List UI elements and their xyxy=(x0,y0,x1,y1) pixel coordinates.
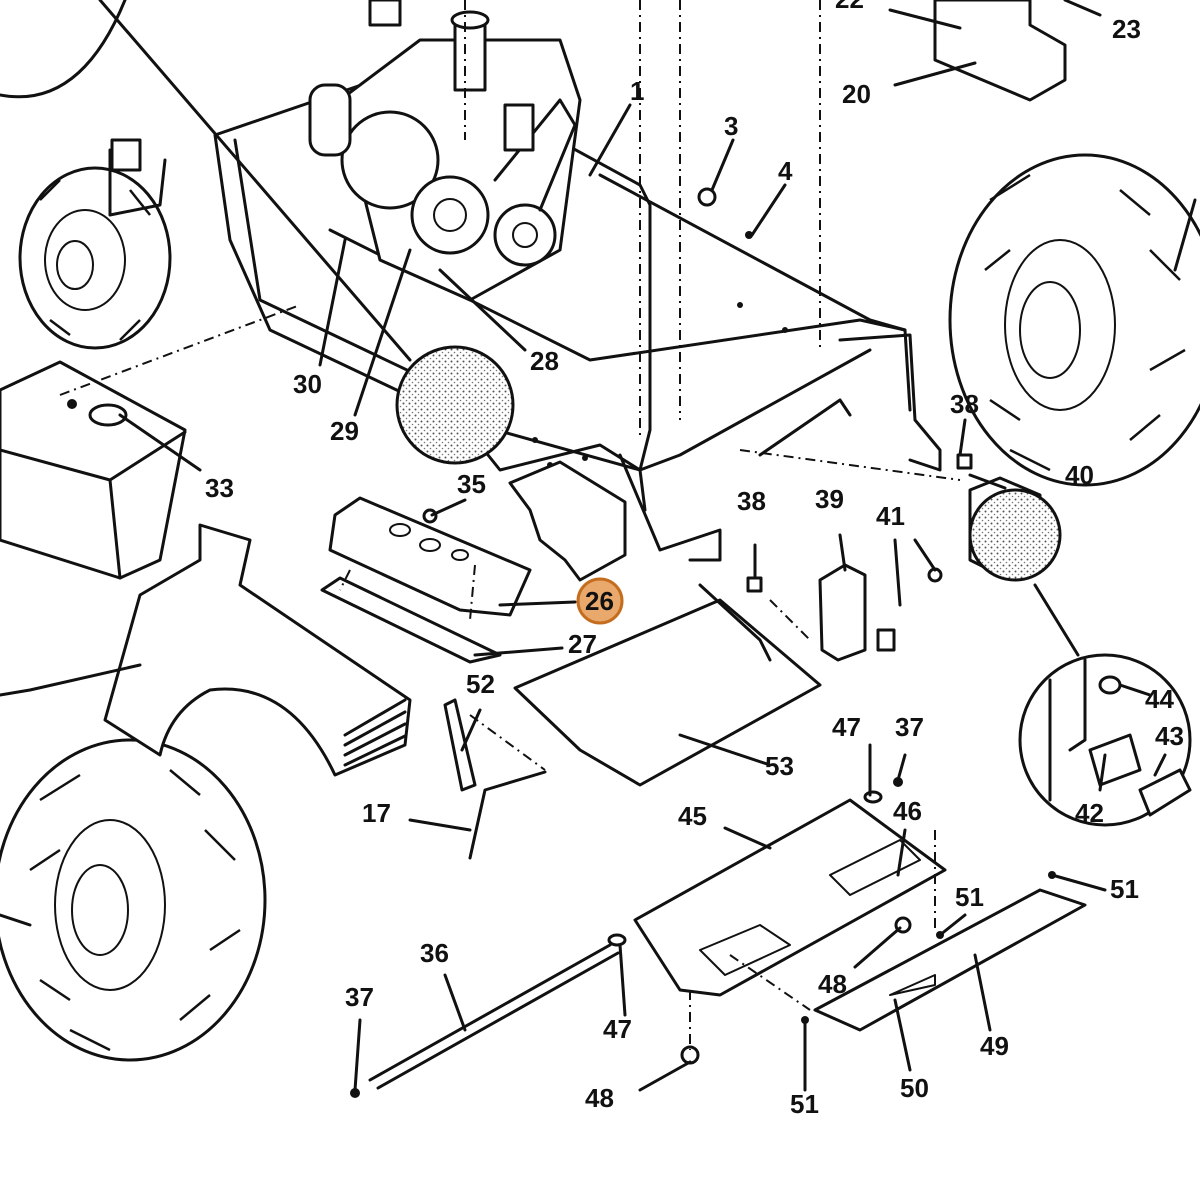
callout-47-top[interactable]: 47 xyxy=(832,712,861,742)
frame-49 xyxy=(813,888,1087,1032)
callout-42[interactable]: 42 xyxy=(1075,798,1104,828)
callout-38-right[interactable]: 38 xyxy=(950,389,979,419)
rear-right-wheel xyxy=(948,153,1200,487)
callout-39[interactable]: 39 xyxy=(815,484,844,514)
callout-48-bottom[interactable]: 48 xyxy=(585,1083,614,1113)
callout-50[interactable]: 50 xyxy=(900,1073,929,1103)
callout-40[interactable]: 40 xyxy=(1065,460,1094,490)
callout-26[interactable]: 26 xyxy=(585,586,614,616)
hardware-dots xyxy=(350,187,1056,1098)
axle-rod-36 xyxy=(368,943,612,1082)
callout-35[interactable]: 35 xyxy=(457,469,486,499)
callout-26-highlight xyxy=(576,577,624,625)
callout-51-right[interactable]: 51 xyxy=(1110,874,1139,904)
callout-33[interactable]: 33 xyxy=(205,473,234,503)
callout-36[interactable]: 36 xyxy=(420,938,449,968)
detail-inset-28 xyxy=(395,345,515,465)
callout-20[interactable]: 20 xyxy=(842,79,871,109)
callout-29[interactable]: 29 xyxy=(330,416,359,446)
callout-51-bottom[interactable]: 51 xyxy=(790,1089,819,1119)
detail-inset-40 xyxy=(968,488,1062,582)
callout-48-mid[interactable]: 48 xyxy=(818,969,847,999)
callout-43[interactable]: 43 xyxy=(1155,721,1184,751)
callout-46[interactable]: 46 xyxy=(893,796,922,826)
callout-17[interactable]: 17 xyxy=(362,798,391,828)
callout-37-bottom[interactable]: 37 xyxy=(345,982,374,1012)
mount-bracket xyxy=(508,460,627,582)
callout-27[interactable]: 27 xyxy=(568,629,597,659)
callout-52[interactable]: 52 xyxy=(466,669,495,699)
rod-17 xyxy=(468,770,547,860)
engine-assembly xyxy=(308,0,582,302)
callout-37-top[interactable]: 37 xyxy=(895,712,924,742)
callout-23[interactable]: 23 xyxy=(1112,14,1141,44)
inset-circle-top-left xyxy=(0,0,127,99)
callout-49[interactable]: 49 xyxy=(980,1031,1009,1061)
callout-45[interactable]: 45 xyxy=(678,801,707,831)
callout-3[interactable]: 3 xyxy=(724,111,738,141)
callout-1[interactable]: 1 xyxy=(630,76,644,106)
front-caster-wheel xyxy=(18,138,172,350)
rear-left-wheel xyxy=(0,738,267,1062)
fender xyxy=(103,523,412,777)
callout-28[interactable]: 28 xyxy=(530,346,559,376)
control-panel xyxy=(328,496,532,617)
control-panel-tray xyxy=(320,576,502,664)
callout-labels: 1 3 4 17 20 22 23 26 27 28 29 30 33 35 3… xyxy=(205,0,1184,1119)
deck-plate-45 xyxy=(633,798,947,997)
callout-51-top[interactable]: 51 xyxy=(955,882,984,912)
brace-52 xyxy=(443,698,477,792)
fuel-tank xyxy=(0,360,187,580)
callout-30[interactable]: 30 xyxy=(293,369,322,399)
callout-44[interactable]: 44 xyxy=(1145,684,1174,714)
callout-47-bottom[interactable]: 47 xyxy=(603,1014,632,1044)
bracket-39 xyxy=(818,563,867,662)
callout-53[interactable]: 53 xyxy=(765,751,794,781)
callout-22[interactable]: 22 xyxy=(835,0,864,14)
leader-lines xyxy=(0,0,1197,1092)
foot-plate xyxy=(513,598,822,787)
callout-41[interactable]: 41 xyxy=(876,501,905,531)
assembly-centerlines xyxy=(59,0,961,1050)
callout-38-left[interactable]: 38 xyxy=(737,486,766,516)
callout-4[interactable]: 4 xyxy=(778,156,793,186)
battery-box-20 xyxy=(933,0,1067,102)
